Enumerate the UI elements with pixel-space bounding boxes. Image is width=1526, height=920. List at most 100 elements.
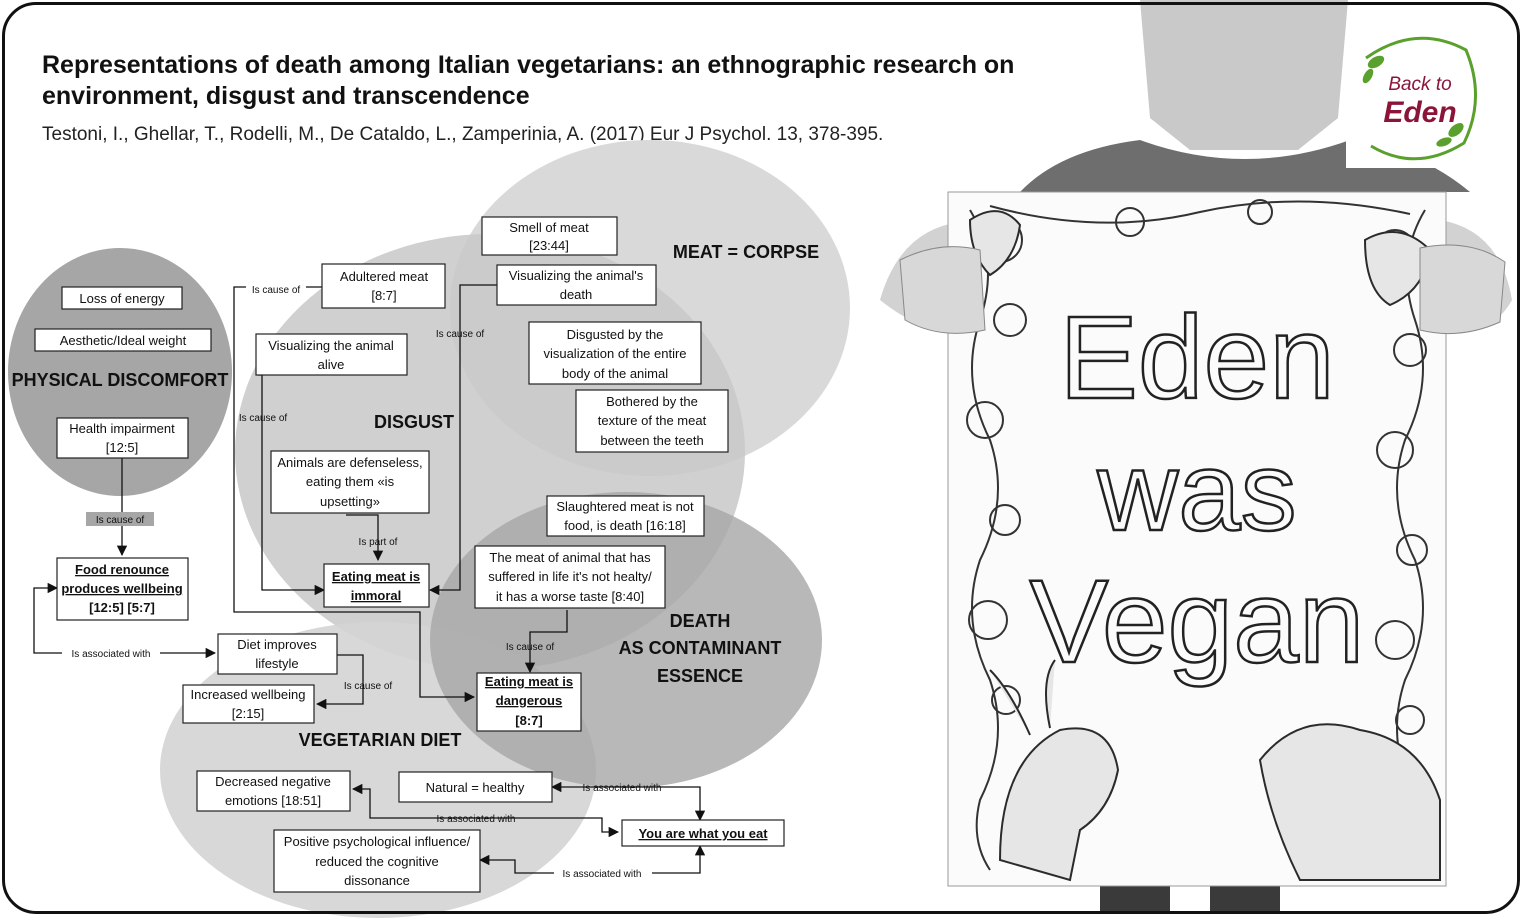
node-text: Adultered meat — [340, 269, 429, 284]
poster-line-3: Vegan — [1030, 556, 1365, 688]
poster-line-2: was — [1096, 429, 1296, 554]
node-text: Health impairment — [69, 421, 175, 436]
node-text: Diet improves — [237, 637, 317, 652]
node-decreased-negative: Decreased negative emotions [18:51] — [196, 770, 351, 812]
node-positive-psych: Positive psychological influence/ reduce… — [273, 829, 481, 893]
node-text: Smell of meat — [509, 220, 589, 235]
group-death-label-3: ESSENCE — [657, 666, 743, 686]
node-immoral: Eating meat is immoral — [323, 563, 430, 608]
node-loss-energy: Loss of energy — [61, 286, 183, 310]
logo-line-2: Eden — [1383, 96, 1456, 129]
node-text: alive — [318, 357, 345, 372]
node-vis-alive: Visualizing the animal alive — [255, 333, 408, 376]
node-text: Visualizing the animal's — [509, 268, 644, 283]
node-text: produces wellbeing — [61, 581, 182, 596]
node-text: reduced the cognitive — [315, 854, 439, 869]
node-text: Slaughtered meat is not — [556, 499, 694, 514]
right-leg — [1210, 884, 1280, 914]
node-text: Disgusted by the — [567, 327, 664, 342]
poster-line-1: Eden — [1059, 292, 1335, 424]
edge-label: Is associated with — [437, 814, 516, 825]
node-defenseless: Animals are defenseless, eating them «is… — [270, 450, 430, 514]
edge-label: Is cause of — [239, 413, 288, 424]
node-vis-death: Visualizing the animal's death — [496, 264, 657, 306]
node-text: Eating meat is — [332, 569, 420, 584]
node-health: Health impairment [12:5] — [56, 417, 189, 459]
node-food-renounce: Food renounce produces wellbeing [12:5] … — [56, 557, 189, 621]
group-meat-corpse-label: MEAT = CORPSE — [673, 242, 819, 262]
node-text: You are what you eat — [638, 826, 768, 841]
group-death-label-2: AS CONTAMINANT — [619, 638, 782, 658]
node-slaughtered: Slaughtered meat is not food, is death [… — [546, 495, 705, 537]
edge-label: Is cause of — [344, 681, 393, 692]
node-text: Decreased negative — [215, 774, 331, 789]
animal-sketches — [968, 210, 1441, 882]
node-text: [23:44] — [529, 238, 569, 253]
back-to-eden-logo: Back to Eden — [1346, 28, 1486, 168]
node-text: Natural = healthy — [426, 780, 525, 795]
node-text: [12:5] — [106, 440, 139, 455]
node-text: suffered in life it's not healty/ — [488, 569, 652, 584]
group-disgust-label: DISGUST — [374, 412, 454, 432]
node-text: visualization of the entire — [543, 346, 686, 361]
node-text: [12:5] [5:7] — [89, 600, 155, 615]
page-title: Representations of death among Italian v… — [42, 51, 1015, 110]
node-text: eating them «is — [306, 474, 395, 489]
node-text: dissonance — [344, 873, 410, 888]
node-text: Animals are defenseless, — [277, 455, 422, 470]
group-death-label-1: DEATH — [670, 611, 731, 631]
logo-line-1: Back to — [1388, 74, 1451, 95]
edge-label: Is cause of — [252, 285, 301, 296]
node-natural-healthy: Natural = healthy — [398, 771, 553, 803]
node-text: Positive psychological influence/ — [284, 834, 471, 849]
node-dangerous: Eating meat is dangerous [8:7] — [476, 672, 582, 732]
node-text: Aesthetic/Ideal weight — [60, 333, 187, 348]
node-text: Eating meat is — [485, 674, 573, 689]
citation: Testoni, I., Ghellar, T., Rodelli, M., D… — [42, 124, 884, 145]
node-text: [2:15] — [232, 706, 265, 721]
node-text: it has a worse taste [8:40] — [496, 589, 644, 604]
node-disgusted-body: Disgusted by the visualization of the en… — [528, 321, 702, 385]
node-text: food, is death [16:18] — [564, 518, 685, 533]
node-diet-improves: Diet improves lifestyle — [217, 633, 338, 675]
node-text: The meat of animal that has — [489, 550, 651, 565]
node-text: [8:7] — [515, 713, 542, 728]
edge-labels: Is cause of Is cause of Is cause of Is c… — [62, 283, 661, 880]
node-smell: Smell of meat [23:44] — [481, 216, 618, 256]
person-neck — [1140, 0, 1348, 150]
node-adultered: Adultered meat [8:7] — [321, 263, 446, 309]
node-suffered: The meat of animal that has suffered in … — [474, 545, 666, 609]
leaf-icon — [1362, 68, 1374, 84]
node-text: body of the animal — [562, 366, 668, 381]
edge-label: Is cause of — [506, 642, 555, 653]
node-text: immoral — [351, 588, 402, 603]
edge-label: Is cause of — [96, 515, 145, 526]
node-text: emotions [18:51] — [225, 793, 321, 808]
hands — [899, 244, 1506, 335]
edge-label: Is associated with — [72, 649, 151, 660]
node-text: [8:7] — [371, 288, 396, 303]
group-physical-label: PHYSICAL DISCOMFORT — [12, 370, 229, 390]
node-text: between the teeth — [600, 433, 703, 448]
node-text: Bothered by the — [606, 394, 698, 409]
node-increased-wellbeing: Increased wellbeing [2:15] — [182, 684, 315, 724]
node-aesthetic: Aesthetic/Ideal weight — [34, 328, 212, 352]
node-you-are-what-you-eat: You are what you eat — [621, 819, 785, 847]
node-texture: Bothered by the texture of the meat betw… — [575, 389, 729, 453]
node-text: lifestyle — [255, 656, 298, 671]
edge-label: Is part of — [359, 537, 398, 548]
leaf-icon — [1367, 55, 1385, 69]
node-text: dangerous — [496, 693, 562, 708]
left-leg — [1100, 884, 1170, 914]
edge-label: Is associated with — [563, 869, 642, 880]
node-text: Food renounce — [75, 562, 169, 577]
node-text: texture of the meat — [598, 413, 707, 428]
edge-label: Is associated with — [583, 783, 662, 794]
edge-label: Is cause of — [436, 329, 485, 340]
node-text: Visualizing the animal — [268, 338, 394, 353]
node-text: upsetting» — [320, 494, 380, 509]
node-text: death — [560, 287, 593, 302]
group-vegetarian-label: VEGETARIAN DIET — [299, 730, 462, 750]
